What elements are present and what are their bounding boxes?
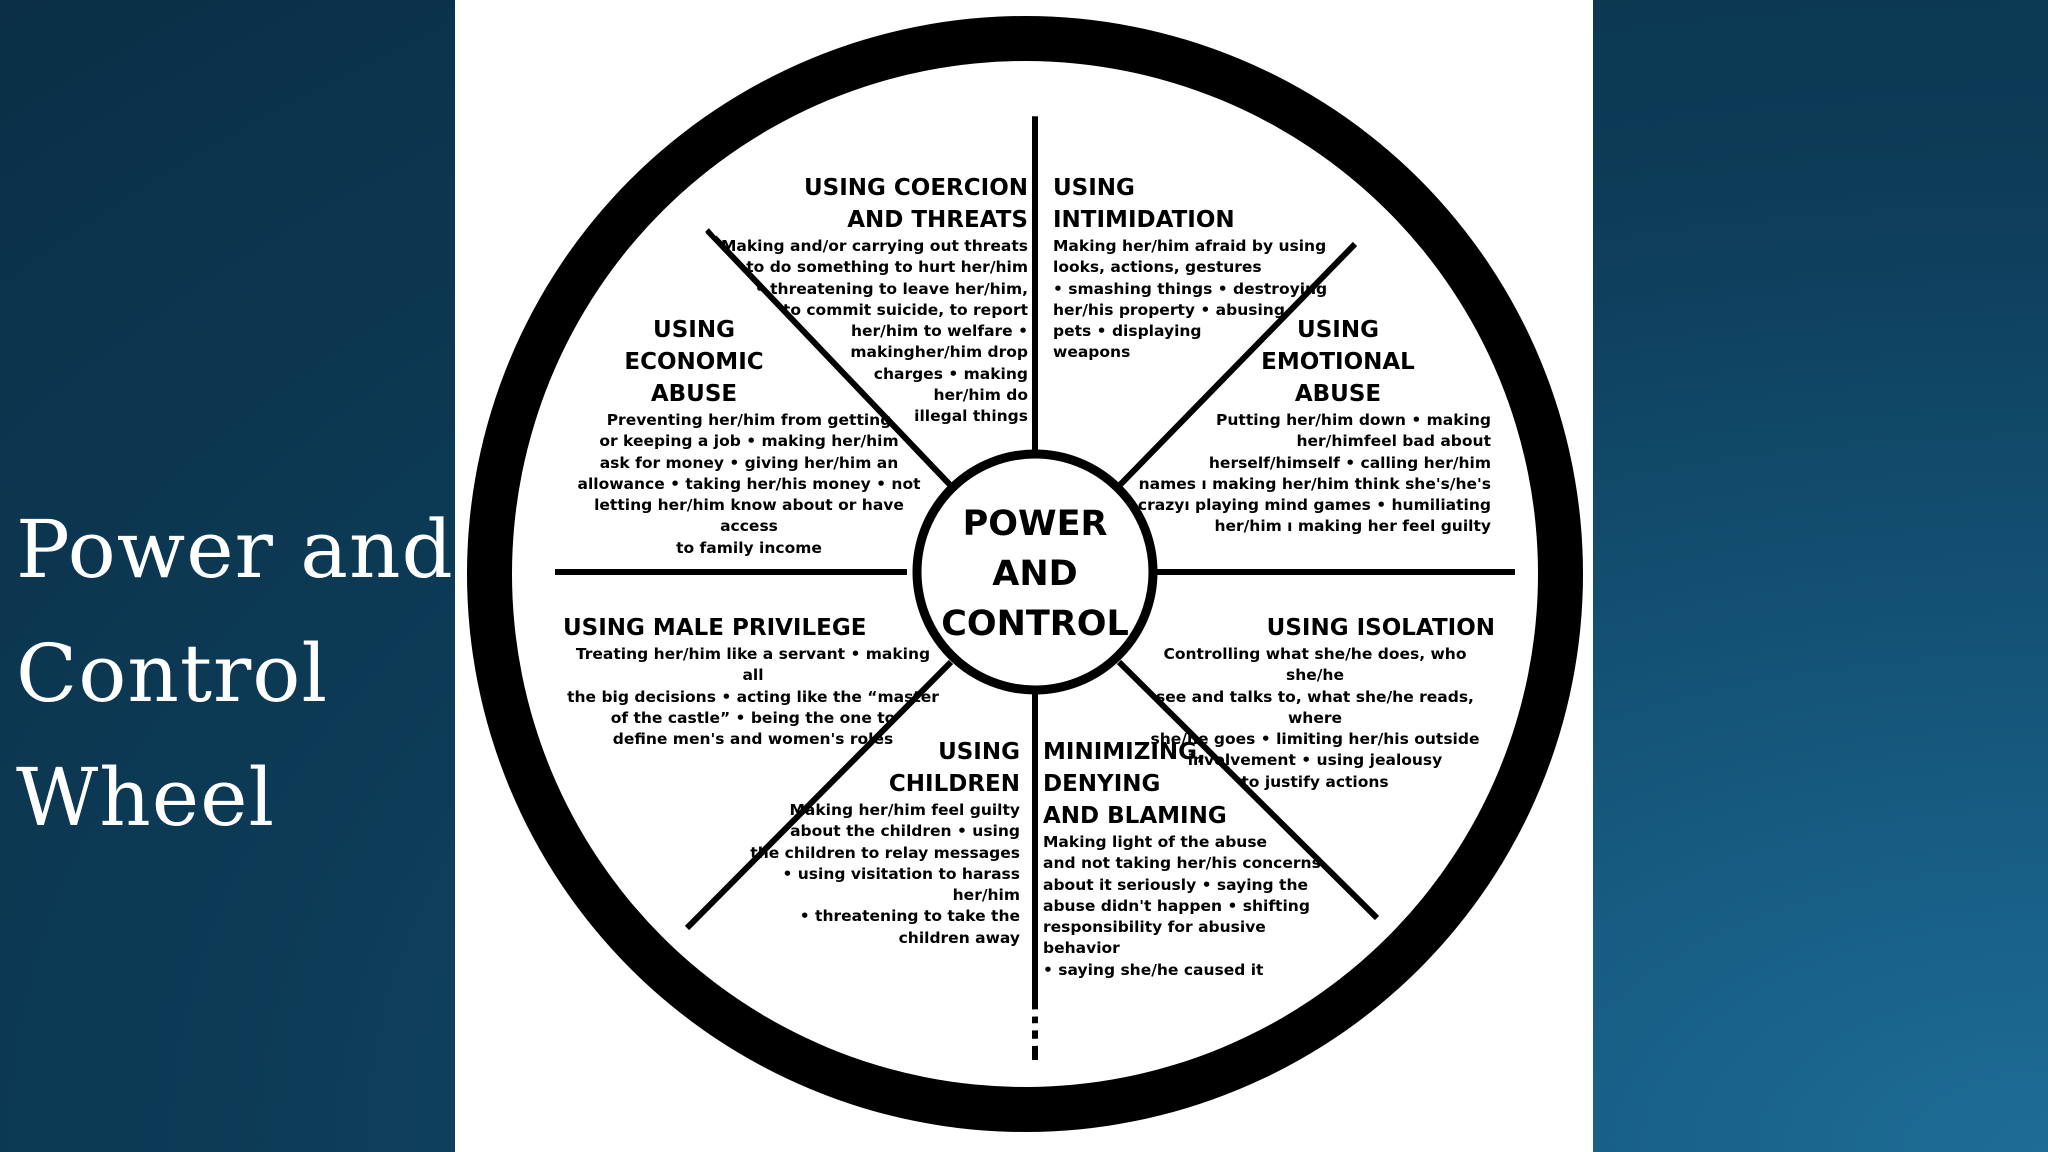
segment-isolation: USING ISOLATION Controlling what she/he … xyxy=(1135,612,1495,793)
slide-title: Power and Control Wheel xyxy=(16,488,454,860)
hub-circle xyxy=(912,449,1158,695)
segment-intimidation-body: Making her/him afraid by using looks, ac… xyxy=(1053,237,1328,362)
segment-isolation-title: USING ISOLATION xyxy=(1266,615,1495,641)
segment-coercion-body: Making and/or carrying out threats to do… xyxy=(720,237,1028,426)
power-control-wheel: POWER AND CONTROL PHYSICAL VIOLENCE SEXU… xyxy=(467,16,1583,1132)
segment-minimizing-body: Making light of the abuse and not taking… xyxy=(1043,833,1321,979)
segment-coercion-title: USING COERCION AND THREATS xyxy=(803,175,1028,233)
segment-economic-body: Preventing her/him from getting or keepi… xyxy=(577,411,921,557)
slide-title-line-2: Control xyxy=(16,627,329,720)
segment-male-privilege-title: USING MALE PRIVILEGE xyxy=(563,615,867,641)
segment-minimizing-title: MINIMIZING, DENYING AND BLAMING xyxy=(1043,739,1227,829)
segment-minimizing-denying-blaming: MINIMIZING, DENYING AND BLAMING Making l… xyxy=(1043,736,1343,981)
segment-male-privilege-body: Treating her/him like a servant • making… xyxy=(567,645,939,749)
segment-isolation-body: Controlling what she/he does, who she/he… xyxy=(1150,645,1480,791)
segment-children-title: USING CHILDREN xyxy=(888,739,1020,797)
segment-intimidation: USING INTIMIDATION Making her/him afraid… xyxy=(1053,172,1353,364)
hub-line-power: POWER xyxy=(963,504,1108,544)
segment-children-body: Making her/him feel guilty about the chi… xyxy=(750,801,1020,947)
slide-title-line-3: Wheel xyxy=(16,751,276,844)
hub-line-control: CONTROL xyxy=(941,604,1129,644)
segment-male-privilege: USING MALE PRIVILEGE Treating her/him li… xyxy=(563,612,943,750)
slide-title-line-1: Power and xyxy=(16,503,454,596)
segment-intimidation-title: USING INTIMIDATION xyxy=(1053,175,1235,233)
segment-coercion-threats: USING COERCION AND THREATS Making and/or… xyxy=(698,172,1028,428)
wheel-spokes xyxy=(555,112,1515,1060)
wheel-panel: POWER AND CONTROL PHYSICAL VIOLENCE SEXU… xyxy=(455,0,1593,1152)
segment-emotional-abuse: USING EMOTIONAL ABUSE Putting her/him do… xyxy=(1131,314,1491,538)
spoke-top-left xyxy=(704,227,956,491)
spoke-bottom-right xyxy=(1116,659,1380,921)
segment-emotional-title: USING EMOTIONAL ABUSE xyxy=(1261,317,1415,407)
segment-economic-title: USING ECONOMIC ABUSE xyxy=(624,317,764,407)
hub-line-and: AND xyxy=(992,554,1077,594)
spoke-bottom-left xyxy=(684,659,954,931)
segment-using-children: USING CHILDREN Making her/him feel guilt… xyxy=(720,736,1020,949)
spoke-top-right xyxy=(1114,241,1358,491)
segment-emotional-body: Putting her/him down • making her/himfee… xyxy=(1137,411,1491,536)
segment-economic-abuse: USING ECONOMIC ABUSE Preventing her/him … xyxy=(569,314,929,559)
